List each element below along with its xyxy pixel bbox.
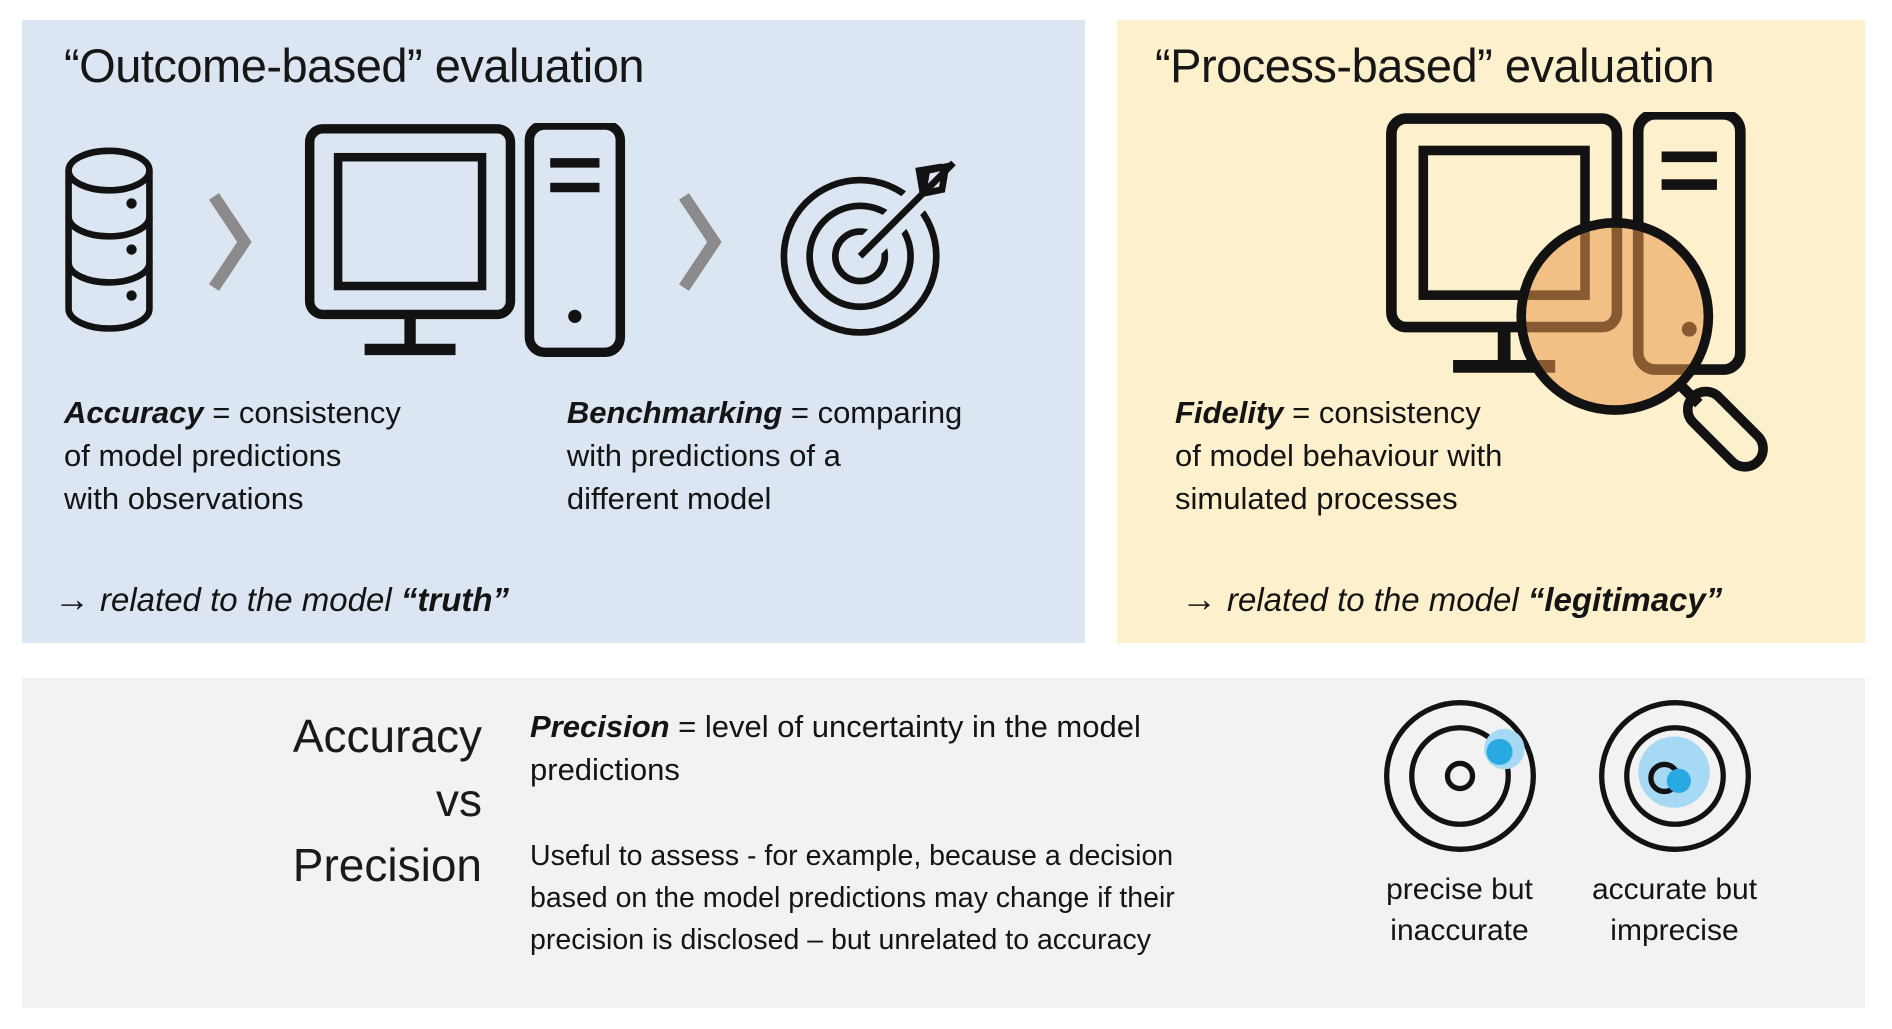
- database-icon: [65, 147, 153, 332]
- outcome-takeaway: → related to the model “truth”: [54, 578, 509, 620]
- accuracy-definition: Accuracy = consistency of model predicti…: [64, 392, 401, 520]
- accuracy-vs-precision-heading: Accuracy vs Precision: [292, 710, 482, 891]
- magnifier-lens: [1516, 218, 1714, 415]
- accurate-but-imprecise-block: accurate but imprecise: [1567, 694, 1782, 951]
- process-takeaway-keyword: “legitimacy”: [1527, 581, 1723, 618]
- target-precise-icon: [1383, 700, 1536, 852]
- outcome-evaluation-panel: “Outcome-based” evaluation: [22, 20, 1085, 643]
- fidelity-definition: Fidelity = consistency of model behaviou…: [1175, 392, 1502, 520]
- precision-note: Useful to assess - for example, because …: [530, 840, 1175, 956]
- chevron-right-icon: [679, 192, 722, 291]
- outcome-takeaway-keyword: “truth”: [400, 581, 509, 618]
- precision-term: Precision: [530, 709, 670, 744]
- shot-dot: [1486, 738, 1513, 765]
- accuracy-term: Accuracy: [64, 395, 204, 430]
- benchmarking-definition-text: = comparing with predictions of a differ…: [566, 395, 963, 516]
- magnifier-handle: [1682, 386, 1768, 472]
- target-accurate-icon: [1598, 700, 1751, 852]
- right-arrow-icon: →: [54, 578, 90, 619]
- benchmarking-term: Benchmarking: [566, 395, 783, 430]
- accuracy-vs-precision-panel: Accuracy vs Precision Precision = level …: [22, 678, 1865, 1008]
- magnifier-over-computer-icon: [1386, 112, 1768, 472]
- right-arrow-icon: →: [1181, 578, 1217, 619]
- outcome-panel-title: “Outcome-based” evaluation: [64, 39, 645, 92]
- fidelity-definition-text: = consistency of model behaviour with si…: [1175, 395, 1503, 516]
- accuracy-definition-text: = consistency of model predictions with …: [64, 395, 401, 516]
- outcome-icon-row: [62, 123, 970, 360]
- computer-icon: [304, 123, 626, 358]
- process-takeaway-text: related to the model: [1227, 581, 1528, 618]
- fidelity-term: Fidelity: [1175, 395, 1284, 430]
- shot-dot: [1666, 768, 1691, 793]
- process-evaluation-panel: “Process-based” evaluation Fidelity = co…: [1117, 20, 1865, 643]
- benchmarking-definition: Benchmarking = comparing with prediction…: [567, 392, 962, 520]
- chevron-right-icon: [209, 192, 252, 291]
- precision-definition: Precision = level of uncertainty in the …: [530, 706, 1141, 792]
- process-takeaway: → related to the model “legitimacy”: [1181, 578, 1722, 620]
- target-label: precise but inaccurate: [1386, 873, 1533, 947]
- precision-definition-text: = level of uncertainty in the model pred…: [530, 709, 1141, 787]
- process-panel-title: “Process-based” evaluation: [1155, 39, 1715, 92]
- target-with-dart-icon: [780, 153, 963, 336]
- outcome-takeaway-text: related to the model: [100, 581, 401, 618]
- precise-but-inaccurate-block: precise but inaccurate: [1352, 694, 1567, 951]
- target-label: accurate but imprecise: [1591, 873, 1758, 947]
- outcome-definitions: Accuracy = consistency of model predicti…: [64, 392, 962, 520]
- target-diagrams: precise but inaccurate accurate but impr…: [1352, 694, 1782, 951]
